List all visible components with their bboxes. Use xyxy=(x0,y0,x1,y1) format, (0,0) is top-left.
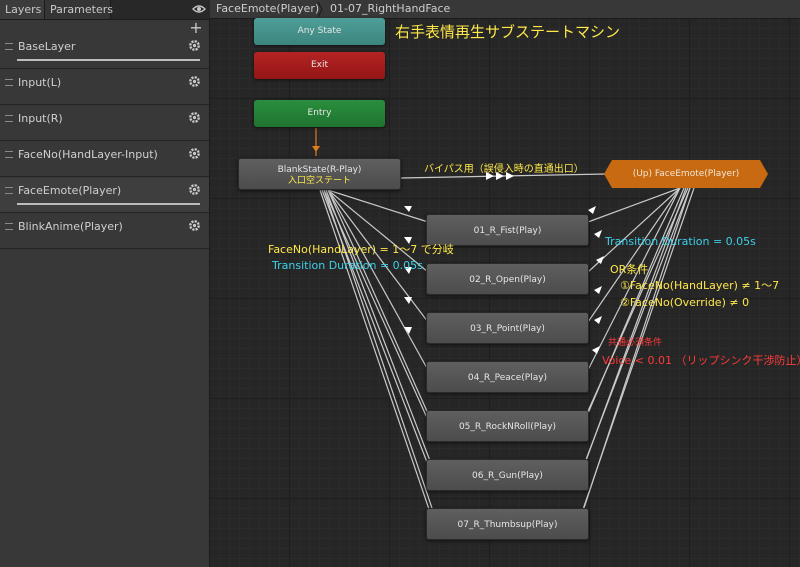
drag-handle-icon[interactable] xyxy=(5,187,13,194)
layer-weight-bar xyxy=(17,203,200,205)
layer-label: FaceNo(HandLayer-Input) xyxy=(18,148,158,161)
layer-label: BlinkAnime(Player) xyxy=(18,220,123,233)
layers-panel: Layers Parameters + BaseLayer Input(L) I… xyxy=(0,0,210,567)
bypass-annotation: バイパス用（誤侵入時の直通出口） xyxy=(424,164,584,175)
layer-label: Input(R) xyxy=(18,112,63,125)
blank-state-node[interactable]: BlankState(R-Play) 入口空ステート xyxy=(238,158,401,190)
state-node-open[interactable]: 02_R_Open(Play) xyxy=(426,263,589,295)
breadcrumb-separator-icon xyxy=(317,1,323,18)
gear-icon[interactable] xyxy=(188,219,201,232)
state-node-fist[interactable]: 01_R_Fist(Play) xyxy=(426,214,589,246)
layer-label: BaseLayer xyxy=(18,40,76,53)
branch-annotation: FaceNo(HandLayer) = 1～7 で分岐 xyxy=(268,243,454,256)
breadcrumb-item-layer[interactable]: FaceEmote(Player) xyxy=(216,2,320,15)
duration-annotation-left: Transition Duration = 0.05s xyxy=(272,259,423,272)
state-node-gun[interactable]: 06_R_Gun(Play) xyxy=(426,459,589,491)
node-label: (Up) FaceEmote(Player) xyxy=(632,169,740,179)
or-condition-2: ②FaceNo(Override) ≠ 0 xyxy=(620,296,750,309)
title-annotation: 右手表情再生サブステートマシン xyxy=(395,23,621,41)
node-label: 03_R_Point(Play) xyxy=(470,324,545,334)
node-label: 06_R_Gun(Play) xyxy=(472,471,543,481)
layer-item-baselayer[interactable]: BaseLayer xyxy=(0,34,209,69)
breadcrumb: FaceEmote(Player) 01-07_RightHandFace xyxy=(210,0,800,19)
add-layer-button[interactable]: + xyxy=(189,18,203,37)
state-node-thumbsup[interactable]: 07_R_Thumbsup(Play) xyxy=(426,508,589,540)
drag-handle-icon[interactable] xyxy=(5,79,13,86)
node-label: 04_R_Peace(Play) xyxy=(467,373,548,383)
tab-parameters[interactable]: Parameters xyxy=(45,0,113,19)
gear-icon[interactable] xyxy=(188,147,201,160)
breadcrumb-item-submachine[interactable]: 01-07_RightHandFace xyxy=(330,2,451,15)
node-label: 07_R_Thumbsup(Play) xyxy=(457,520,558,530)
exit-node[interactable]: Exit xyxy=(254,52,385,79)
layer-weight-bar xyxy=(17,59,200,61)
panel-tabs: Layers Parameters xyxy=(0,0,210,20)
drag-handle-icon[interactable] xyxy=(5,151,13,158)
drag-handle-icon[interactable] xyxy=(5,115,13,122)
drag-handle-icon[interactable] xyxy=(5,43,13,50)
gear-icon[interactable] xyxy=(188,75,201,88)
node-label: 02_R_Open(Play) xyxy=(469,275,546,285)
gear-icon[interactable] xyxy=(188,183,201,196)
node-label: Entry xyxy=(307,108,332,118)
layer-item-blinkanime[interactable]: BlinkAnime(Player) xyxy=(0,214,209,249)
eye-icon[interactable] xyxy=(192,3,206,15)
layer-label: FaceEmote(Player) xyxy=(18,184,122,197)
node-label: 01_R_Fist(Play) xyxy=(473,226,542,236)
layer-item-input-l[interactable]: Input(L) xyxy=(0,70,209,105)
layer-item-faceemote[interactable]: FaceEmote(Player) xyxy=(0,178,209,213)
state-node-point[interactable]: 03_R_Point(Play) xyxy=(426,312,589,344)
state-node-rocknroll[interactable]: 05_R_RockNRoll(Play) xyxy=(426,410,589,442)
duration-annotation-right: Transition Duration = 0.05s xyxy=(605,235,756,248)
layer-label: Input(L) xyxy=(18,76,62,89)
up-state-node[interactable]: (Up) FaceEmote(Player) xyxy=(604,160,768,188)
node-sublabel: 入口空ステート xyxy=(287,176,351,186)
gear-icon[interactable] xyxy=(188,111,201,124)
and-condition-annotation: 共通必須条件 xyxy=(608,338,663,348)
any-state-node[interactable]: Any State xyxy=(254,18,385,45)
node-label: Exit xyxy=(310,60,329,70)
tab-layers[interactable]: Layers xyxy=(0,0,45,19)
node-label: Any State xyxy=(297,26,342,36)
entry-node[interactable]: Entry xyxy=(254,100,385,127)
node-label: BlankState(R-Play) xyxy=(277,165,362,175)
or-condition-1: ①FaceNo(HandLayer) ≠ 1～7 xyxy=(620,279,780,292)
gear-icon[interactable] xyxy=(188,39,201,52)
drag-handle-icon[interactable] xyxy=(5,223,13,230)
voice-condition-annotation: Voice < 0.01 （リップシンク干渉防止） xyxy=(602,354,800,367)
node-label: 05_R_RockNRoll(Play) xyxy=(458,422,557,432)
state-node-peace[interactable]: 04_R_Peace(Play) xyxy=(426,361,589,393)
layer-item-input-r[interactable]: Input(R) xyxy=(0,106,209,141)
or-condition-annotation: OR条件 xyxy=(610,263,649,276)
layer-item-faceno[interactable]: FaceNo(HandLayer-Input) xyxy=(0,142,209,177)
